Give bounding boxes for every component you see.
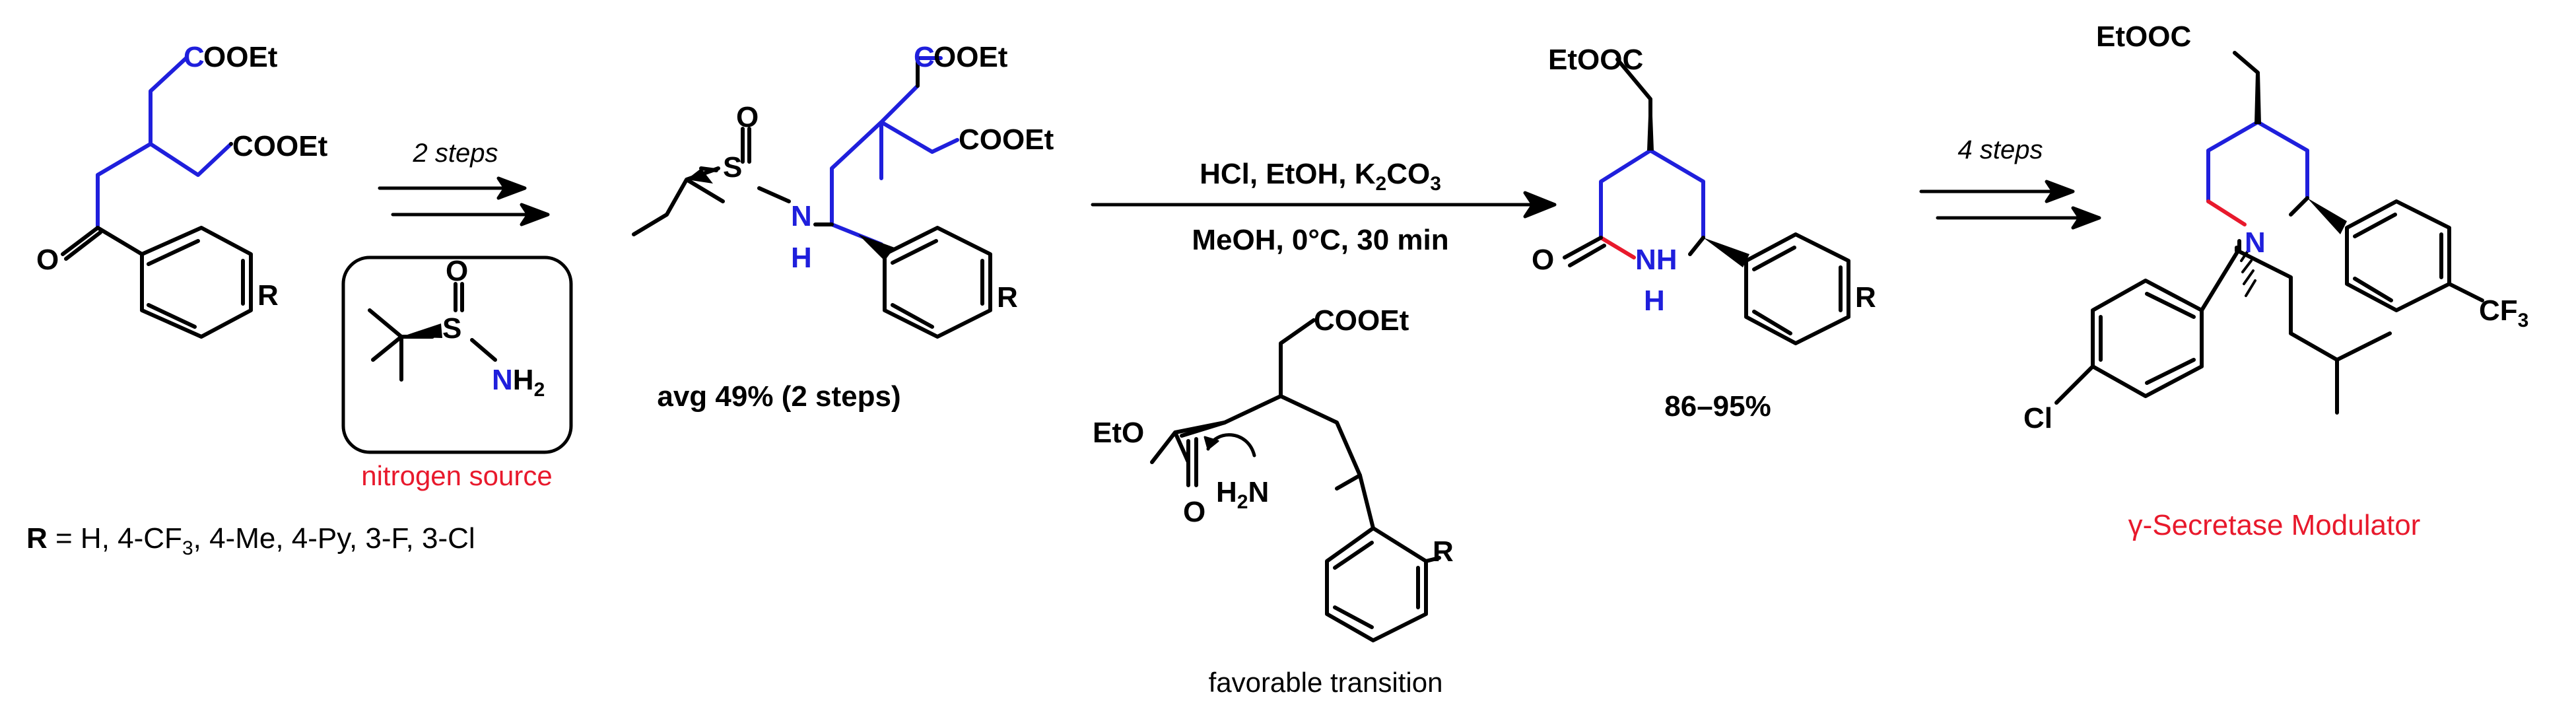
c2-r-group: R [997, 281, 1018, 314]
ts-amine: H2N [1216, 476, 1269, 513]
arrow-step3 [1919, 180, 2101, 230]
ts-ethoxy: EtO [1093, 417, 1144, 449]
compound1-blue-chain [96, 56, 233, 230]
yield-step1: avg 49% (2 steps) [657, 380, 900, 413]
ts-ester: COOEt [1314, 304, 1409, 337]
reagent-frame [341, 255, 573, 454]
c1-ester1-rest: OOEt [203, 41, 278, 73]
yield-step2: 86–95% [1664, 390, 1771, 423]
reagent-s: S [442, 312, 461, 345]
c1-ester2: COOEt [232, 130, 328, 162]
c1-ester1-c: C [184, 41, 205, 73]
r-group-definition: R = H, 4-CF3, 4-Me, 4-Py, 3-F, 3-Cl [26, 522, 475, 559]
c2-sulfur: S [723, 151, 742, 184]
c3-ester: EtOOC [1548, 44, 1643, 76]
c4-nitrogen: N [2245, 226, 2266, 259]
c3-r-group: R [1855, 281, 1876, 314]
reagent-o: O [446, 255, 468, 287]
captions: 2 steps HCl, EtOH, K2CO3 MeOH, 0°C, 30 m… [26, 135, 2420, 698]
compound1-benzene [140, 226, 253, 339]
c2-ester1-rest: OOEt [933, 41, 1008, 73]
c2-ester1-c: C [914, 41, 935, 73]
step1-label: 2 steps [413, 139, 498, 168]
c3-nh: NH [1635, 244, 1678, 276]
arrow-step1 [378, 176, 550, 226]
nitrogen-source-label: nitrogen source [361, 460, 553, 491]
c2-nh-h: H [791, 242, 812, 274]
nucleophilic-attack-arrow [1206, 433, 1256, 458]
c4-chlorine: Cl [2023, 402, 2052, 434]
transition-caption: favorable transition [1209, 667, 1443, 698]
c1-r-group: R [257, 279, 279, 312]
compound-ketodiester [61, 56, 253, 339]
c3-carbonyl-o: O [1532, 244, 1554, 276]
c1-ketone-o: O [36, 244, 59, 276]
step2-conditions-line2: MeOH, 0°C, 30 min [1192, 224, 1448, 256]
compound-lactam [1563, 57, 1850, 345]
step2-conditions-line1: HCl, EtOH, K2CO3 [1200, 158, 1441, 195]
product-label: γ-Secretase Modulator [2128, 509, 2421, 541]
reagent-nh2: NH2 [492, 364, 545, 401]
c2-nitrogen: N [791, 200, 812, 232]
compound-sulfinamide-adduct [632, 56, 992, 339]
nitrogen-source-box [341, 255, 573, 454]
c2-ester2: COOEt [959, 123, 1054, 156]
ts-carbonyl-o: O [1183, 496, 1205, 528]
step3-label: 4 steps [1958, 135, 2043, 164]
c4-cf3: CF3 [2479, 294, 2528, 331]
transition-state [1150, 318, 1441, 642]
compound-secretase-modulator [2054, 51, 2484, 415]
c3-nh-h: H [1644, 285, 1665, 317]
arrow-step2 [1091, 191, 1557, 219]
c2-sulfinyl-o: O [736, 101, 759, 133]
atom-labels: C OOEt COOEt O R C OOEt COOEt O S N H R … [36, 20, 2528, 568]
c4-ester: EtOOC [2096, 20, 2191, 53]
ts-r-group: R [1433, 535, 1454, 568]
